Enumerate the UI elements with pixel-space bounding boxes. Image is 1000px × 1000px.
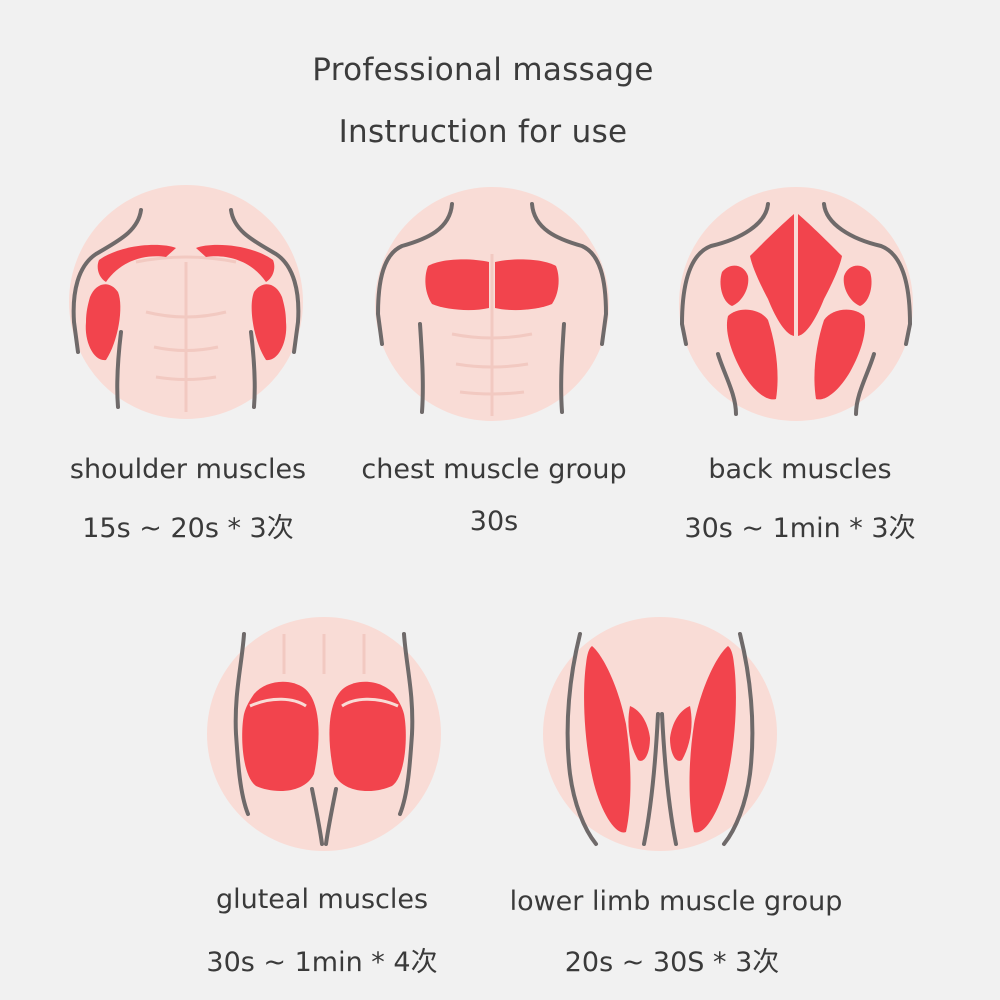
- item-label-back: back muscles: [708, 454, 892, 485]
- shoulder-muscles-icon: [66, 182, 306, 422]
- item-time-shoulder: 15s ~ 20s * 3次: [82, 513, 294, 544]
- page-subtitle: Instruction for use: [338, 114, 628, 150]
- chest-muscle-icon: [372, 184, 612, 424]
- item-time-lower-limb: 20s ~ 30S * 3次: [564, 947, 780, 978]
- item-time-gluteal: 30s ~ 1min * 4次: [206, 947, 438, 978]
- item-label-gluteal: gluteal muscles: [215, 884, 429, 915]
- back-muscles-icon: [676, 184, 916, 424]
- gluteal-muscles-icon: [204, 614, 444, 854]
- item-time-chest: 30s: [469, 506, 519, 537]
- item-label-lower-limb: lower limb muscle group: [509, 886, 843, 917]
- page-title: Professional massage: [312, 52, 654, 88]
- item-label-shoulder: shoulder muscles: [69, 454, 307, 485]
- item-label-chest: chest muscle group: [361, 454, 627, 485]
- item-time-back: 30s ~ 1min * 3次: [684, 513, 916, 544]
- lower-limb-muscle-icon: [540, 614, 780, 854]
